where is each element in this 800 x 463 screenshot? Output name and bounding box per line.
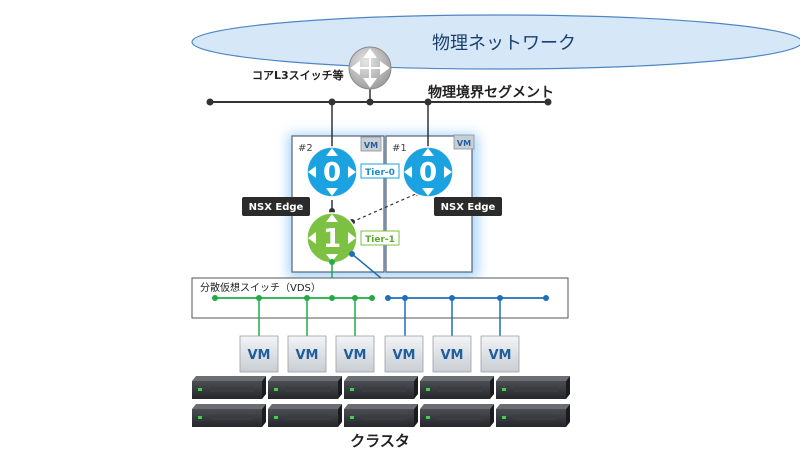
server-icon <box>420 404 494 427</box>
cluster-label: クラスタ <box>350 432 410 450</box>
vm-box: VM <box>480 335 520 373</box>
server-icon <box>344 376 418 399</box>
vm-box: VM <box>287 335 327 373</box>
tier1-glyph: 1 <box>323 224 341 254</box>
core-switch-label: コアL3スイッチ等 <box>252 68 344 82</box>
physical-network-label: 物理ネットワーク <box>432 33 576 54</box>
vm-row: VM VM VM VM VM VM <box>239 335 520 373</box>
nsx-edge-label: NSX Edge <box>249 202 304 213</box>
tier0-glyph: 0 <box>419 158 437 188</box>
server-icon <box>268 404 342 427</box>
vm-box: VM <box>432 335 472 373</box>
vm-label: VM <box>296 348 319 363</box>
cluster-servers <box>192 376 570 427</box>
segment-green <box>212 295 375 336</box>
vm-box: VM <box>239 335 279 373</box>
vm-badge: VM <box>364 141 378 150</box>
nsx-edge-badge: NSX Edge <box>242 197 310 216</box>
tier1-label: Tier-1 <box>365 235 395 245</box>
segment-blue <box>385 295 549 336</box>
vm-box: VM <box>335 335 375 373</box>
physical-network-cloud: 物理ネットワーク <box>191 14 800 70</box>
tier0-label-box: Tier-0 <box>360 163 400 179</box>
server-icon <box>192 404 266 427</box>
edge-id-label: #1 <box>392 143 407 154</box>
server-icon <box>420 376 494 399</box>
tier1-label-box: Tier-1 <box>360 230 400 246</box>
vm-badge: VM <box>457 139 471 148</box>
nsx-edge-badge: NSX Edge <box>434 197 502 216</box>
server-icon <box>344 404 418 427</box>
segment-label: 物理境界セグメント <box>428 84 554 101</box>
edge-id-label: #2 <box>298 143 313 154</box>
server-icon <box>268 376 342 399</box>
server-icon <box>496 404 570 427</box>
nsx-edge-label: NSX Edge <box>441 202 496 213</box>
vm-label: VM <box>248 348 271 363</box>
tier0-glyph: 0 <box>323 158 341 188</box>
vm-label: VM <box>489 348 512 363</box>
tier0-label: Tier-0 <box>365 168 395 178</box>
vm-label: VM <box>393 348 416 363</box>
tier1-router-icon: 1 <box>306 212 358 264</box>
core-switch-icon <box>348 46 392 102</box>
vds-label: 分散仮想スイッチ（VDS） <box>200 281 321 294</box>
vm-label: VM <box>344 348 367 363</box>
tier0-router-icon: 0 <box>402 146 454 198</box>
vm-label: VM <box>441 348 464 363</box>
server-icon <box>192 376 266 399</box>
server-icon <box>496 376 570 399</box>
tier0-router-icon: 0 <box>306 146 358 198</box>
vm-box: VM <box>384 335 424 373</box>
